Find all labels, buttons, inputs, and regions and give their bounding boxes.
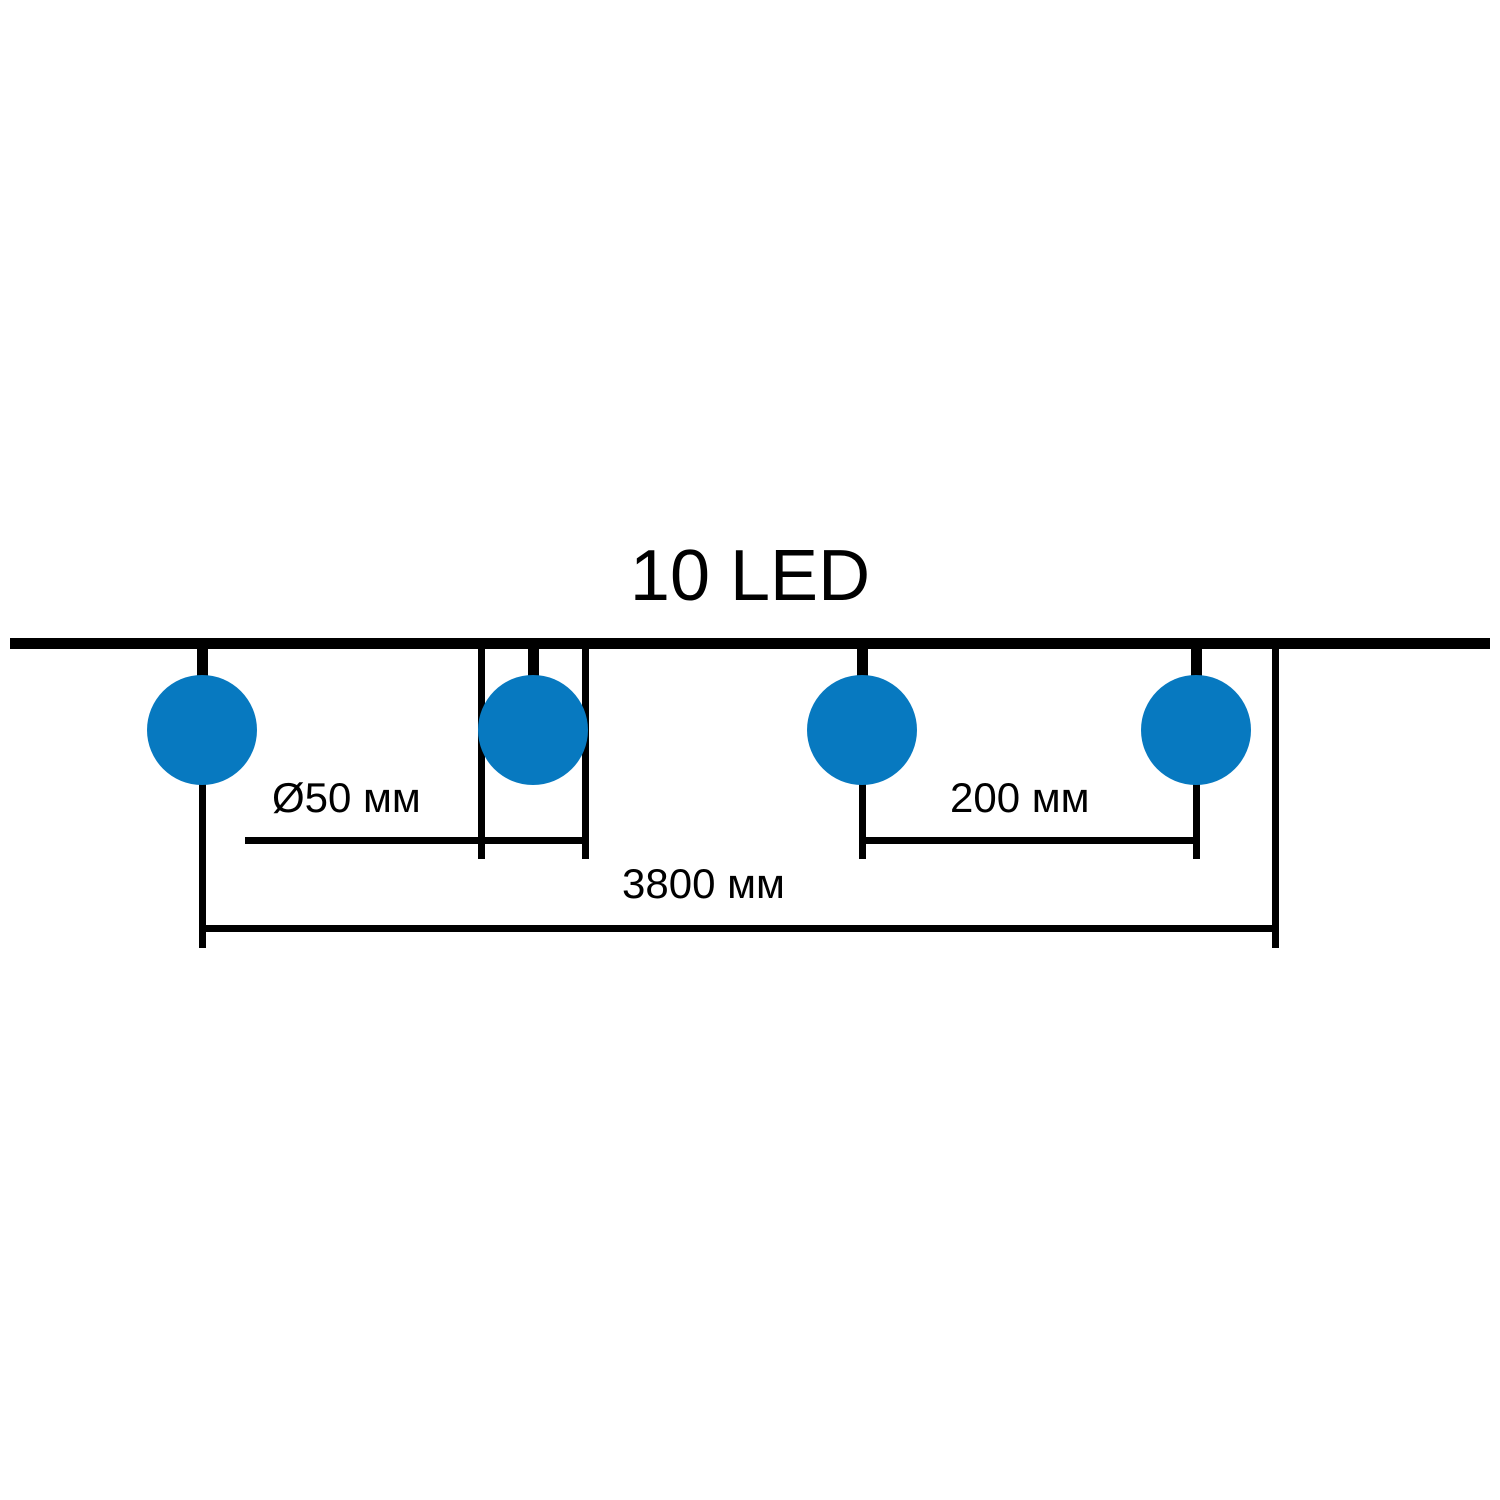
extension-line-total-left xyxy=(199,730,206,948)
extension-line-diameter-right xyxy=(582,645,589,859)
extension-line-spacing-right xyxy=(1193,730,1200,859)
extension-line-diameter-left xyxy=(478,645,485,859)
led-bulb xyxy=(1141,675,1251,785)
main-wire xyxy=(10,638,1490,649)
dimension-label-spacing: 200 мм xyxy=(950,774,1090,821)
extension-line-total-right xyxy=(1272,645,1279,948)
led-bulb xyxy=(147,675,257,785)
extension-line-spacing-left xyxy=(859,730,866,859)
led-bulb xyxy=(807,675,917,785)
dimension-line-spacing xyxy=(862,837,1196,844)
dimension-line-total xyxy=(205,925,1276,932)
page-title: 10 LED xyxy=(630,536,870,616)
dimension-label-diameter: Ø50 мм xyxy=(272,774,421,821)
dimension-label-total: 3800 мм xyxy=(622,860,785,907)
bulb-stem-3 xyxy=(857,645,868,695)
bulb-stem-4 xyxy=(1191,645,1202,695)
led-bulb xyxy=(478,675,588,785)
bulb-stem-2 xyxy=(528,645,539,695)
dimension-line-diameter xyxy=(245,837,585,844)
bulb-stem-1 xyxy=(197,645,208,695)
